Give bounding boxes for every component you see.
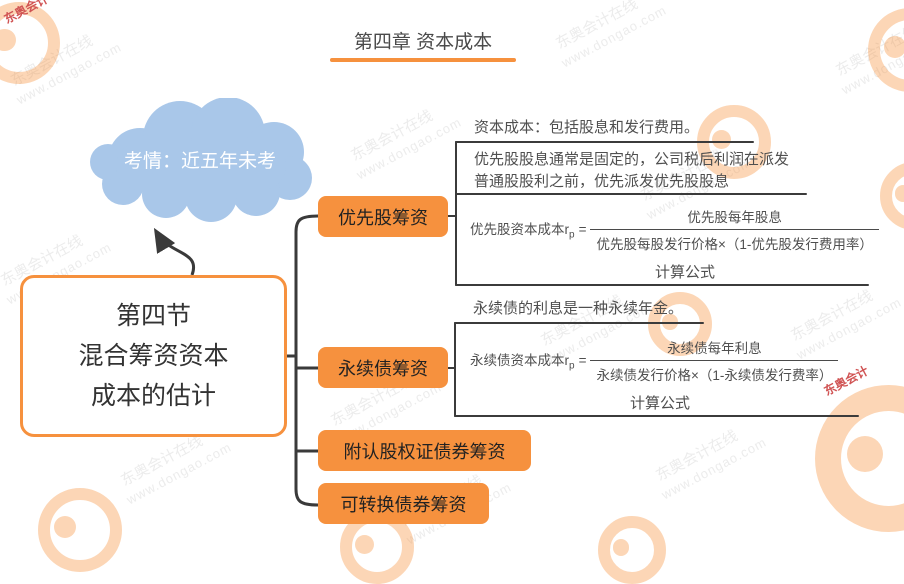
fraction-numerator: 永续债每年利息 bbox=[667, 341, 762, 356]
fraction-denominator: 永续债发行价格×（1-永续债发行费率） bbox=[590, 360, 839, 384]
main-topic-line: 第四节 bbox=[115, 302, 191, 330]
exam-info-label: 考情：近五年未考 bbox=[123, 151, 276, 172]
formula-subscript: p bbox=[569, 360, 575, 372]
fraction: 永续债每年利息 永续债发行价格×（1-永续债发行费率） bbox=[590, 337, 839, 384]
branch-preferred-stock: 优先股筹资 bbox=[318, 196, 448, 237]
formula-lhs: 永续债资本成本r bbox=[470, 353, 569, 369]
equals-sign: = bbox=[578, 222, 587, 238]
branch-convertible-bond: 可转换债券筹资 bbox=[318, 483, 489, 524]
perpetual-note: 永续债的利息是一种永续年金。 bbox=[473, 300, 684, 317]
cloud-shape-icon bbox=[90, 97, 312, 222]
main-topic-line: 混合筹资资本 bbox=[78, 342, 229, 370]
preferred-note-dividend-line1: 优先股股息通常是固定的，公司税后利润在派发 bbox=[474, 151, 790, 168]
preferred-formula-label: 计算公式 bbox=[654, 264, 715, 281]
fraction: 优先股每年股息 优先股每股发行价格×（1-优先股发行费用率） bbox=[590, 206, 879, 253]
connector-lines bbox=[153, 141, 869, 507]
formula-lhs: 优先股资本成本r bbox=[470, 222, 569, 238]
perpetual-formula-label: 计算公式 bbox=[629, 395, 690, 412]
branch-warrant-bond: 附认股权证债券筹资 bbox=[318, 430, 531, 471]
main-topic-node: 第四节 混合筹资资本 成本的估计 bbox=[20, 275, 287, 437]
preferred-note-dividend: 优先股股息通常是固定的，公司税后利润在派发 普通股股利之前，优先派发优先股股息 bbox=[474, 149, 789, 193]
preferred-cost-formula: 优先股资本成本rp= 优先股每年股息 优先股每股发行价格×（1-优先股发行费用率… bbox=[470, 206, 879, 253]
preferred-note-dividend-line2: 普通股股利之前，优先派发优先股股息 bbox=[474, 173, 730, 190]
perpetual-cost-formula: 永续债资本成本rp= 永续债每年利息 永续债发行价格×（1-永续债发行费率） bbox=[470, 337, 839, 384]
fraction-numerator: 优先股每年股息 bbox=[687, 210, 782, 225]
main-topic-line: 成本的估计 bbox=[90, 382, 216, 410]
page-title: 第四章 资本成本 bbox=[353, 32, 493, 53]
title-underline bbox=[330, 58, 516, 62]
preferred-note-cost: 资本成本：包括股息和发行费用。 bbox=[474, 119, 700, 136]
fraction-denominator: 优先股每股发行价格×（1-优先股发行费用率） bbox=[590, 229, 879, 253]
formula-subscript: p bbox=[569, 229, 575, 241]
equals-sign: = bbox=[578, 353, 587, 369]
exam-info-cloud: 考情：近五年未考 bbox=[78, 97, 322, 222]
branch-perpetual-bond: 永续债筹资 bbox=[318, 347, 448, 388]
